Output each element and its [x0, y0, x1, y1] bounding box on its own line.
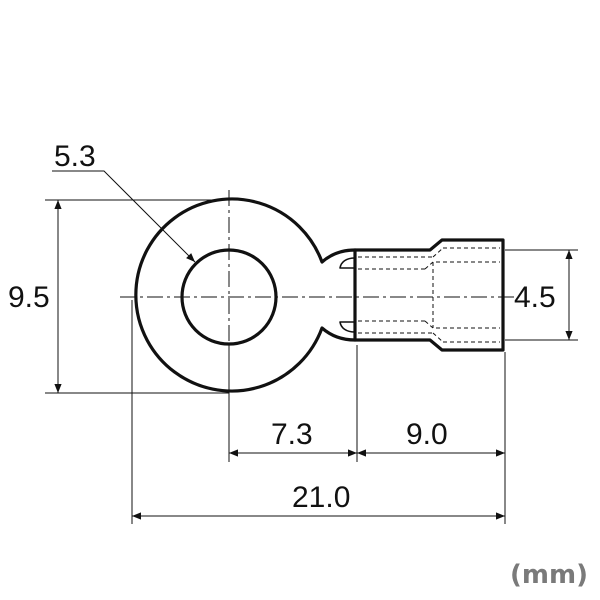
hidden-taper-bottom	[432, 332, 444, 343]
barrel-sleeve	[353, 238, 505, 352]
neck-curve-bottom	[339, 321, 356, 333]
dim-text-overall-length: 21.0	[292, 481, 350, 514]
dim-text-barrel-length: 9.0	[406, 418, 448, 451]
hidden-inner-top	[424, 261, 434, 270]
dim-text-center-to-barrel: 7.3	[271, 418, 313, 451]
dim-text-hole-diameter: 5.3	[54, 140, 96, 173]
extension-lines	[45, 199, 578, 524]
unit-label: (mm)	[510, 560, 588, 590]
hidden-inner-bottom	[424, 320, 434, 329]
ring-outline	[134, 197, 357, 393]
terminal-body	[134, 197, 357, 393]
hidden-taper-top	[432, 247, 444, 258]
neck-curve-top	[339, 257, 356, 269]
leader-5-3	[52, 170, 196, 263]
dim-text-ring-height: 9.5	[8, 281, 50, 314]
sleeve-outline	[353, 238, 505, 352]
dim-text-sleeve-height: 4.5	[514, 281, 556, 314]
